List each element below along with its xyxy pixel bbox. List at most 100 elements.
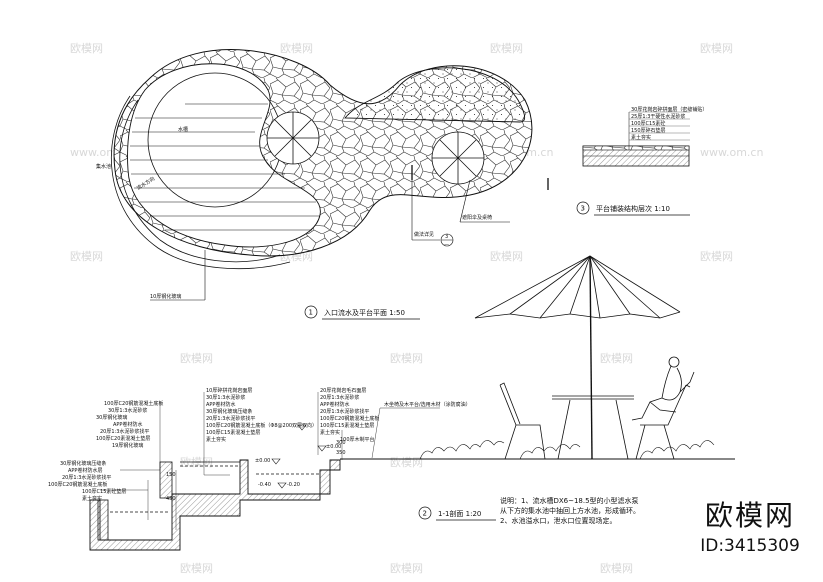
watermark-text: 欧模网 [490,250,523,263]
watermark-text: 欧模网 [390,456,423,469]
elevation-value: -0.40 [258,482,271,488]
label-detail-ref-no: 3 [445,234,448,240]
brand-watermark: 欧模网 ID:3415309 [690,494,810,556]
paving-layer-list: 30厚花岗岩碎拼面层（密缝铺贴） 25厚1:3干硬性水泥砂浆 100厚C15素砼… [629,106,707,141]
label-collect-pool: 集水池 [96,163,111,170]
label-detail-ref: 做法详见 [414,231,434,238]
note-line: 从下方的集水池中抽回上方水池，形成循环。 [500,507,640,515]
elevation-markers [271,424,327,489]
table-elevation [552,395,634,460]
section-label: 20厚1:3水泥砂浆 [320,394,359,401]
paving-title-text: 平台铺装结构层次 1:10 [596,204,670,213]
watermark-text: 欧模网 [180,562,213,575]
watermark-text: 欧模网 [390,562,423,575]
section-label: APP卷材防水 [113,421,142,428]
section-labels-right: 20厚花岗岩毛石面层 20厚1:3水泥砂浆 APP卷材防水 20厚1:3水泥砂浆… [320,387,379,443]
section-labels-left: 100厚C20钢筋混凝土底板 30厚1:3水泥砂浆 30厚钢化玻璃 APP卷材防… [48,400,163,502]
watermark-text: 欧模网 [700,42,733,55]
dimension-value: 300 [336,440,346,446]
section-label: 30厚钢化玻璃压缝条 [60,460,106,467]
watermark-text: 欧模网 [390,352,423,365]
label-platform-note: 木坐椅及木平台/选用木材（涂防腐油） [384,401,471,408]
watermark-text: 欧模网 [600,562,633,575]
section-label: 100厚C20钢筋混凝土底板（Φ8@200双层双向） [206,422,317,429]
chair-right-elevation [635,384,691,460]
paving-layer-2: 25厚1:3干硬性水泥砂浆 [631,113,685,120]
label-glass: 10厚钢化玻璃 [150,293,181,300]
dimension-value: 350 [336,450,346,456]
section-label: 素土夯实 [82,495,102,502]
section-title-text: 1-1剖面 1:20 [438,509,481,518]
section-label: 30厚钢化玻璃 [96,414,127,421]
paving-layer-3: 100厚C15素砼 [631,120,665,127]
leader-lines-left [100,402,161,520]
watermark-text: 欧模网 [490,42,523,55]
plan-title: 1 入口流水及平台平面 1:50 [304,305,420,320]
shrubs [419,440,715,460]
watermark-text: 欧模网 [180,352,213,365]
section-label: 100厚C20钢筋混凝土底板 [48,481,107,488]
dimension-lines [175,430,343,530]
watermark-text: 欧模网 [180,456,213,469]
person-sketch [631,356,695,421]
section-label: 100厚C15素混凝土垫层 [206,429,260,436]
section-label: 100厚C20钢筋混凝土底板 [320,415,379,422]
plan-title-text: 入口流水及平台平面 1:50 [324,308,405,317]
paving-layer-1: 30厚花岗岩碎拼面层（密缝铺贴） [631,106,707,113]
section-label: 20厚1:3水泥砂浆找平 [206,415,255,422]
watermark-text: 欧模网 [600,352,633,365]
paving-layer-4: 150厚碎石垫层 [631,127,666,134]
watermark-text: www.om.cn [700,146,763,159]
section-label: APP卷材防水 [320,401,349,408]
section-label: 30厚钢化玻璃压缝条 [206,408,252,415]
section-label: 100厚C15素砼垫层 [82,488,126,495]
elevation-value: ±0.00 [326,444,341,450]
section-label: 20厚1:3水泥砂浆找平 [320,408,369,415]
elevation-values: ±0.00 -0.20 -0.40 ±0.00 [255,444,341,488]
watermark-text: 欧模网 [70,42,103,55]
watermark-text: 欧模网 [700,250,733,263]
label-detail-ref-sheet: — [444,242,449,248]
dimension-value: 450 [166,496,176,502]
pool-inner [127,63,321,248]
dimension-value: 150 [166,472,176,478]
section-label: 100厚C20素混凝土垫层 [96,435,150,442]
dotted-platform [344,67,526,123]
leader-lines-mid [203,392,230,476]
paving-detail: 30厚花岗岩碎拼面层（密缝铺贴） 25厚1:3干硬性水泥砂浆 100厚C15素砼… [576,106,707,216]
section-label: 100厚木制平台 [340,436,375,443]
note-line: 说明：1、流水槽DX6~18.5型的小型滤水泵 [500,497,639,505]
section-label: 20厚1:3水泥砂浆找平 [62,474,111,481]
section-title: 2 1-1剖面 1:20 [418,506,496,521]
elevation-value: ±0.00 [255,458,270,464]
umbrella-plan-1 [266,111,320,165]
brand-name: 欧模网 [704,499,795,532]
section-title-number: 2 [423,510,427,518]
leader-lines-right [317,392,440,459]
section-label: 30厚1:3水泥砂浆 [206,394,245,401]
section-label: 10厚碎拼花岗岩面层 [206,387,252,394]
watermark-text: 欧模网 [70,250,103,263]
dimension-values: 150 450 300 350 [166,440,346,502]
section-label: 30厚1:3水泥砂浆 [108,407,147,414]
pool-plank-lines [130,103,320,231]
section-label: APP卷材防水层 [68,467,102,474]
label-umbrella: 遮阳伞及桌椅 [462,214,492,221]
section-label: 100厚C20钢筋混凝土底板 [104,400,163,407]
paving-title-number: 3 [581,205,585,213]
section-structure [89,459,341,551]
design-notes: 说明：1、流水槽DX6~18.5型的小型滤水泵 从下方的集水池中抽回上方水池，形… [500,496,690,526]
section-label: 素土夯实 [206,436,226,443]
paving-layer-5: 素土夯实 [631,134,651,141]
section-label: 100厚C15素混凝土垫层 [320,422,374,429]
brand-id: ID:3415309 [700,536,800,556]
section-label: 20厚花岗岩毛石面层 [320,387,366,394]
section-labels-mid: 10厚碎拼花岗岩面层 30厚1:3水泥砂浆 APP卷材防水 30厚钢化玻璃压缝条… [206,387,317,443]
elevation-value: -0.20 [287,482,300,488]
umbrella-elevation [474,255,681,460]
chair-left-elevation [499,382,546,460]
section-label: APP卷材防水 [206,401,235,408]
plan-view [111,49,549,301]
plan-title-number: 1 [309,309,313,317]
